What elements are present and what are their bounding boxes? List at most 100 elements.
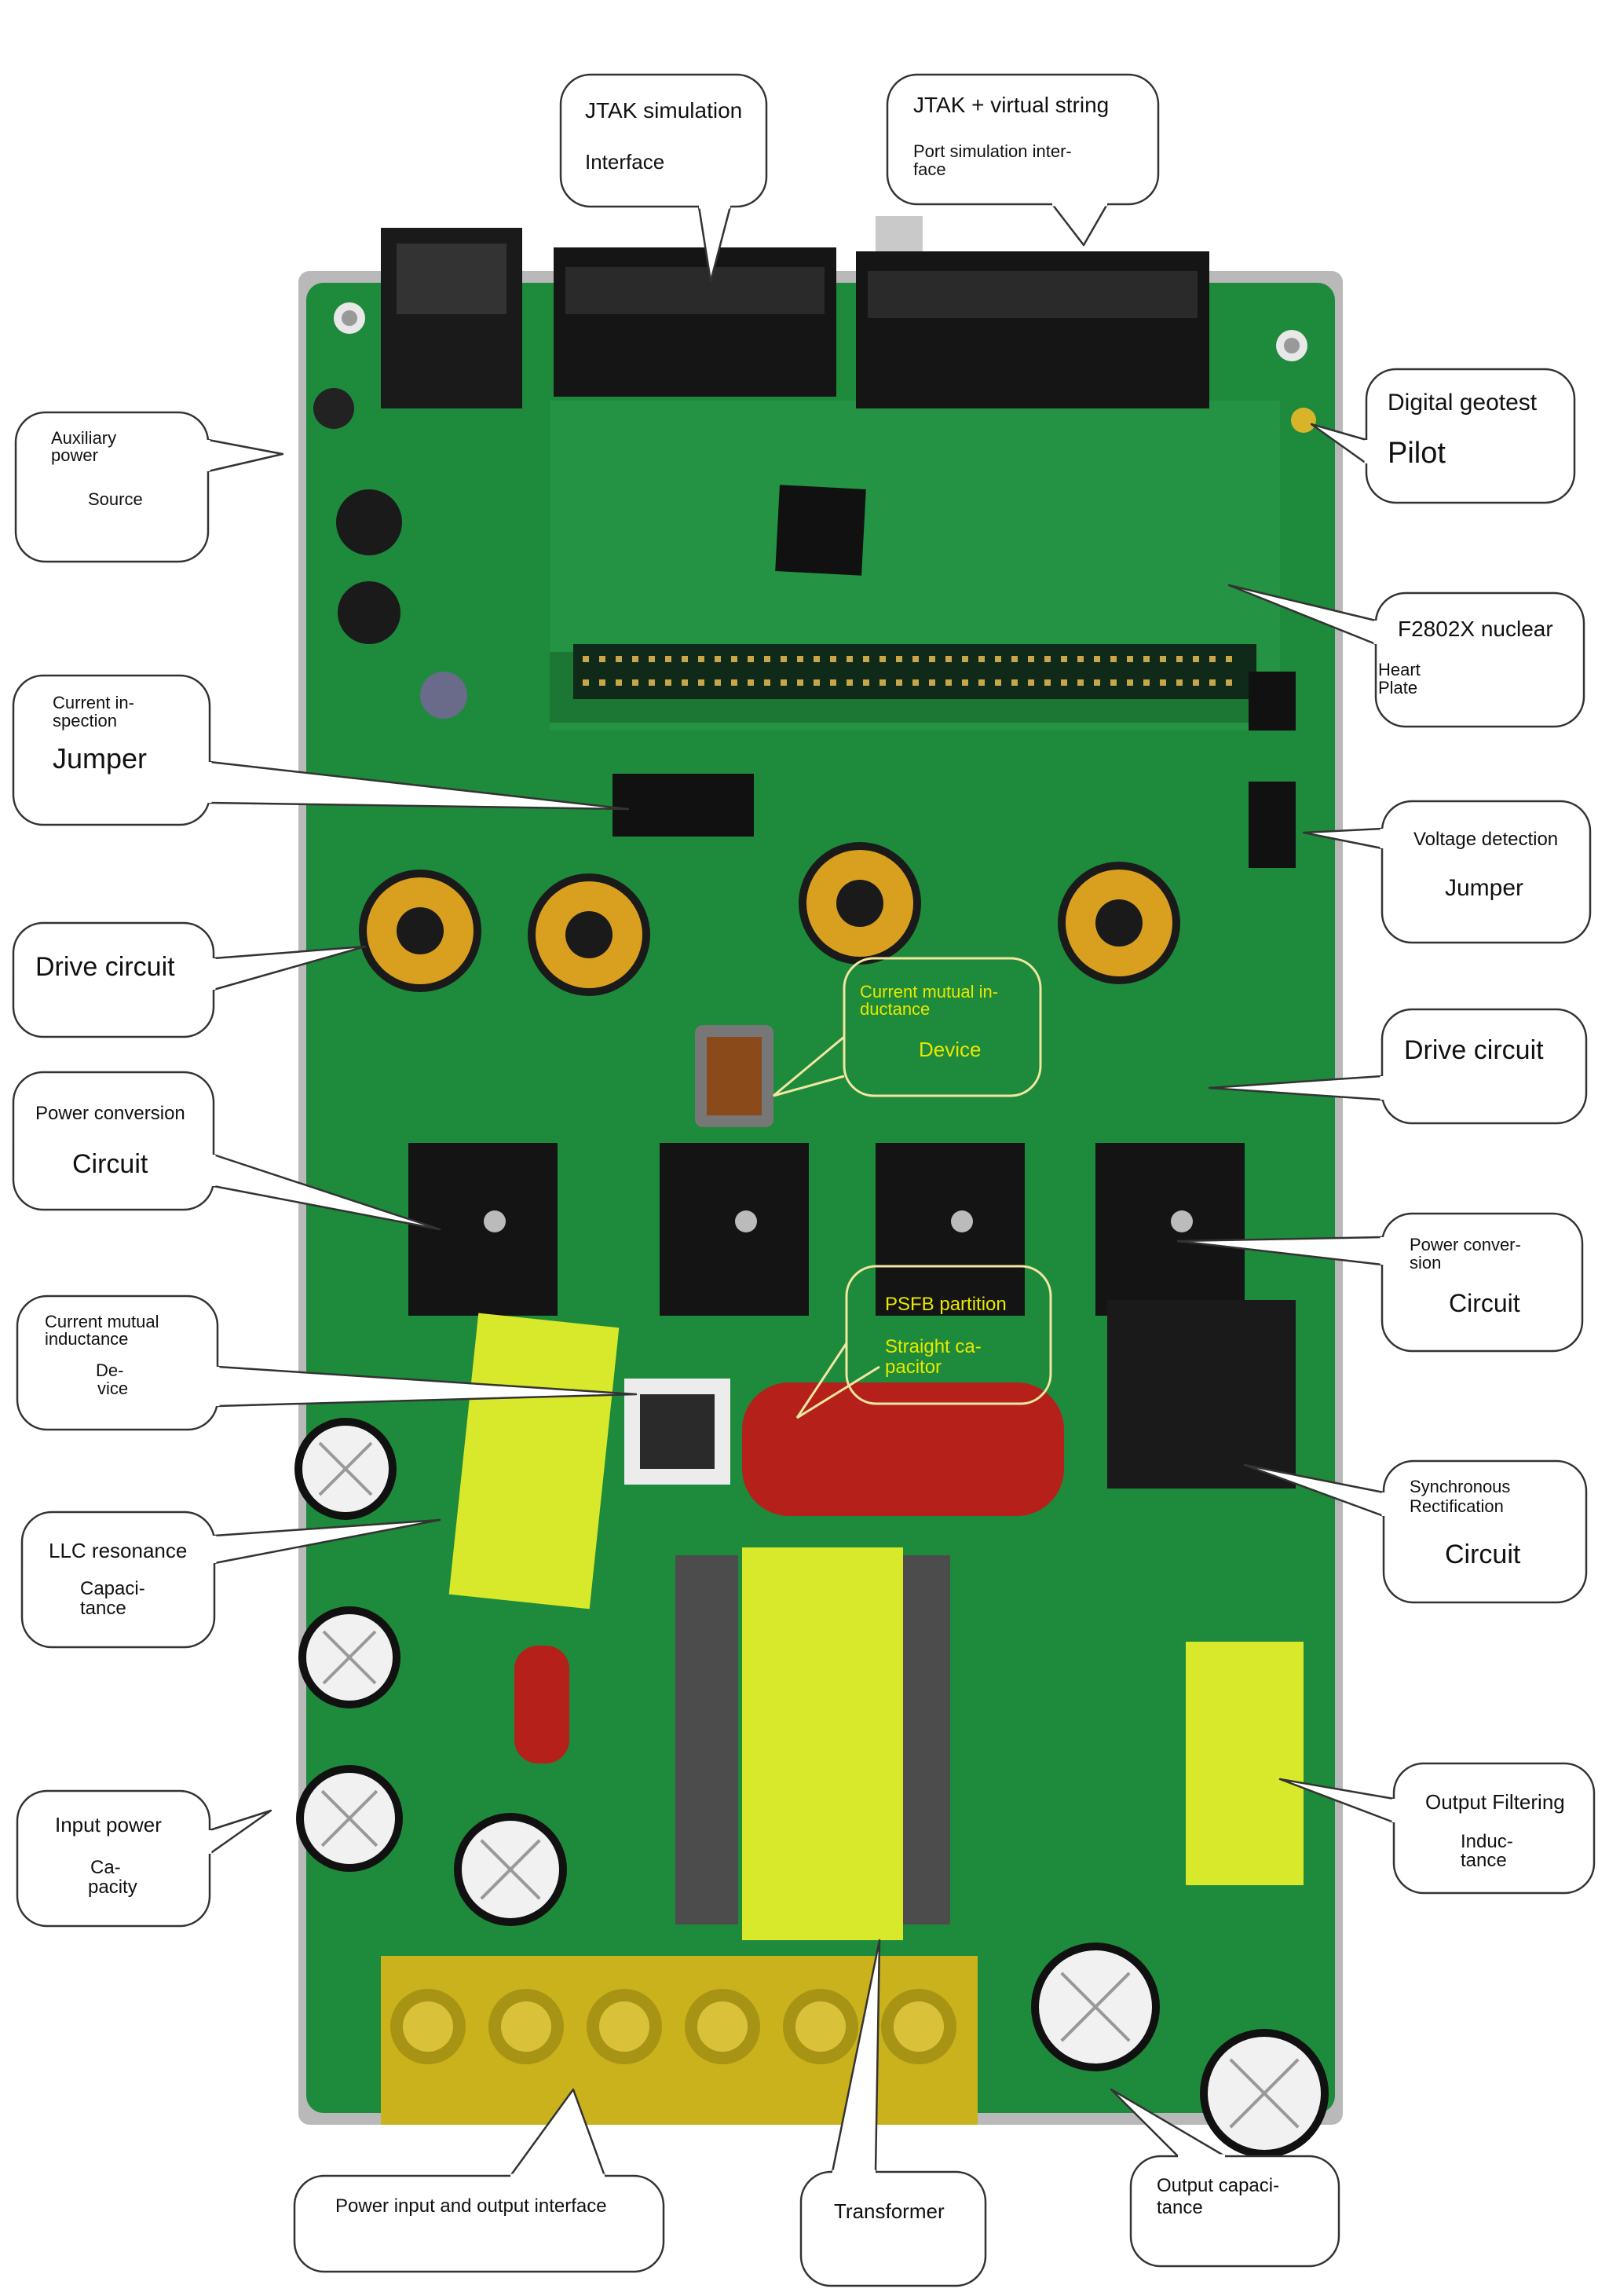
callout-text: power [51, 445, 98, 465]
callout-text: Synchronous [1410, 1477, 1510, 1496]
callout-pointer [831, 1939, 881, 2173]
callout-power-io: Power input and output interface [293, 2088, 665, 2273]
callout-text: Circuit [72, 1149, 148, 1179]
callout-text: Power conversion [35, 1103, 185, 1124]
callout-text: spection [53, 711, 117, 731]
callout-text: pacitor [885, 1357, 942, 1378]
callout-text: inductance [45, 1329, 128, 1349]
terminal-screw [390, 1989, 466, 2064]
callout-text: Jumper [1445, 875, 1523, 901]
callout-text: sion [1410, 1253, 1441, 1273]
mosfet [1095, 1143, 1245, 1316]
callout-pointer [213, 1153, 441, 1231]
callout-pointer [1310, 423, 1367, 465]
callout-pointer [1278, 1778, 1395, 1824]
callout-text: Voltage detection [1413, 829, 1558, 850]
callout-bubble [1382, 1459, 1588, 1604]
callout-bubble [1380, 1008, 1588, 1125]
callout-text: Port simulation inter- [913, 141, 1072, 161]
callout-pointer [1243, 1463, 1384, 1518]
callout-text: pacity [88, 1877, 137, 1898]
callout-bubble [12, 674, 211, 826]
callout-text: face [913, 159, 946, 179]
callout-bubble [1365, 368, 1576, 504]
callout-text: tance [1157, 2197, 1203, 2218]
callout-bubble [16, 1789, 211, 1928]
callout-text: Rectification [1410, 1496, 1504, 1516]
callout-pointer [1208, 1075, 1383, 1101]
mosfet [876, 1143, 1025, 1316]
callout-pointer [1227, 584, 1377, 646]
callout-pointer [773, 1035, 845, 1097]
toroid-inductor [1058, 862, 1180, 984]
electrolytic-capacitor [1200, 2029, 1329, 2158]
callout-pointer [209, 1809, 272, 1855]
callout-bubble [293, 2174, 665, 2273]
electrolytic-capacitor [294, 1418, 397, 1520]
callout-pointer [209, 760, 630, 811]
callout-bubble [559, 73, 768, 208]
callout-bubble [1380, 800, 1592, 944]
pcb-board [294, 216, 1343, 2158]
toroid-inductor [359, 870, 481, 992]
callout-pointer [213, 945, 367, 991]
callout-text: Power input and output interface [335, 2195, 607, 2217]
callout-pointer [795, 1342, 880, 1419]
callout-bubble [845, 1265, 1052, 1405]
callout-drive-left: Drive circuit [12, 921, 367, 1038]
callout-text: tance [80, 1598, 126, 1619]
callout-pointer [509, 2088, 606, 2177]
callout-bubble [843, 957, 1042, 1097]
callout-bubble [12, 1071, 215, 1211]
callout-text: LLC resonance [49, 1539, 187, 1562]
callout-text: Circuit [1449, 1289, 1520, 1317]
callout-pointer [1051, 203, 1109, 247]
callout-bubble [1374, 591, 1585, 728]
callout-bubble [1380, 1212, 1584, 1353]
callout-text: Ca- [90, 1857, 121, 1878]
callout-text: ductance [860, 999, 930, 1019]
callout-text: Current mutual [45, 1312, 159, 1331]
callout-bubble [14, 411, 210, 563]
callout-text: Output capaci- [1157, 2175, 1279, 2196]
mosfet [408, 1143, 558, 1316]
electrolytic-capacitor [454, 1813, 567, 1926]
callout-text: Drive circuit [35, 952, 175, 982]
callout-text: JTAK simulation [585, 98, 742, 123]
callout-pointer [207, 438, 284, 473]
callout-drive-right: Drive circuit [1208, 1008, 1588, 1125]
toroid-inductor [528, 873, 650, 996]
terminal-screw [685, 1989, 760, 2064]
callout-bubble [1392, 1762, 1596, 1895]
callout-text: Circuit [1445, 1540, 1521, 1569]
callout-text: F2802X nuclear [1398, 617, 1553, 641]
callout-text: Interface [585, 150, 664, 174]
callout-text: De- [96, 1360, 123, 1380]
terminal-screw [783, 1989, 858, 2064]
terminal-screw [587, 1989, 662, 2064]
mosfet [660, 1143, 809, 1316]
callout-pointer [697, 206, 732, 283]
callout-pointer [1302, 827, 1383, 850]
callout-text: Heart [1378, 660, 1421, 679]
callout-pointer [217, 1365, 638, 1408]
callout-text: JTAK + virtual string [913, 93, 1109, 117]
callout-text: Capaci- [80, 1578, 145, 1599]
callout-text: tance [1461, 1850, 1507, 1871]
